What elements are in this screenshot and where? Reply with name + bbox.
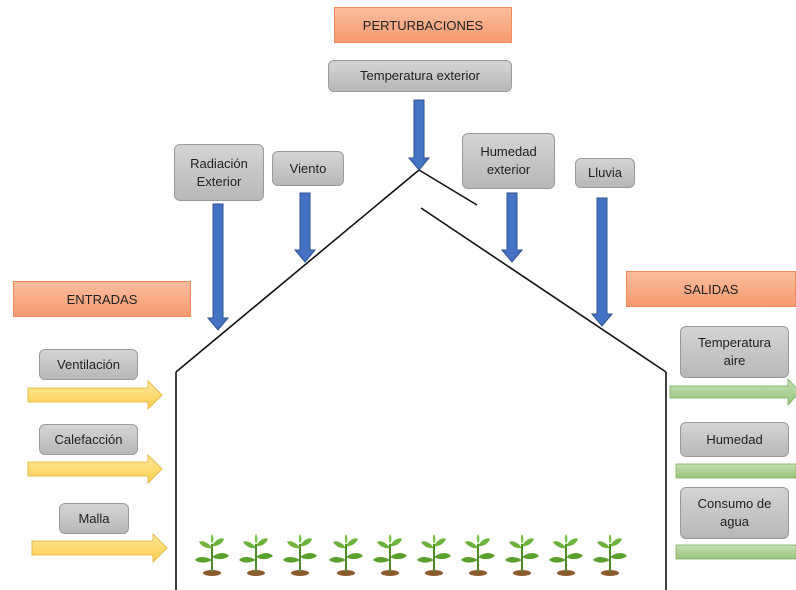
input-arrows: [27, 380, 168, 563]
malla-arrow: [31, 533, 168, 563]
consumo-agua-label: Consumo de agua: [680, 487, 789, 539]
calefaccion-arrow: [27, 454, 163, 484]
output-arrows: [669, 377, 796, 560]
radiacion-arrow: [206, 203, 230, 331]
greenhouse-outline: [175, 169, 667, 590]
entradas-header: ENTRADAS: [13, 281, 191, 317]
temperatura-exterior-label: Temperatura exterior: [328, 60, 512, 92]
temp-exterior-arrow: [407, 99, 431, 171]
seedling-icon: [549, 534, 583, 576]
consumo-agua-bar: [675, 544, 796, 560]
seedling-icon: [461, 534, 495, 576]
humedad-label: Humedad: [680, 422, 789, 457]
seedling-icon: [283, 534, 317, 576]
seedling-icon: [373, 534, 407, 576]
seedling-icon: [195, 534, 229, 576]
temperatura-aire-arrow: [669, 377, 796, 407]
radiacion-exterior-label: Radiación Exterior: [174, 144, 264, 201]
ventilacion-label: Ventilación: [39, 349, 138, 380]
calefaccion-label: Calefacción: [39, 424, 138, 455]
malla-label: Malla: [59, 503, 129, 534]
salidas-header: SALIDAS: [626, 271, 796, 307]
humedad-bar: [675, 463, 796, 479]
roof-left: [175, 169, 420, 373]
viento-arrow: [293, 192, 317, 263]
disturbance-arrows: [206, 99, 614, 331]
roof-right-lower: [420, 207, 667, 373]
temperatura-aire-label: Temperatura aire: [680, 326, 789, 378]
humedad-exterior-label: Humedad exterior: [462, 133, 555, 189]
lluvia-arrow: [590, 197, 614, 327]
ventilacion-arrow: [27, 380, 163, 410]
seedling-icon: [417, 534, 451, 576]
viento-label: Viento: [272, 151, 344, 186]
seedling-icon: [505, 534, 539, 576]
plants-row: [195, 534, 627, 576]
perturbaciones-header: PERTURBACIONES: [334, 7, 512, 43]
lluvia-label: Lluvia: [575, 158, 635, 188]
seedling-icon: [239, 534, 273, 576]
roof-right-upper: [418, 169, 478, 206]
humedad-exterior-arrow: [500, 192, 524, 263]
seedling-icon: [329, 534, 363, 576]
seedling-icon: [593, 534, 627, 576]
